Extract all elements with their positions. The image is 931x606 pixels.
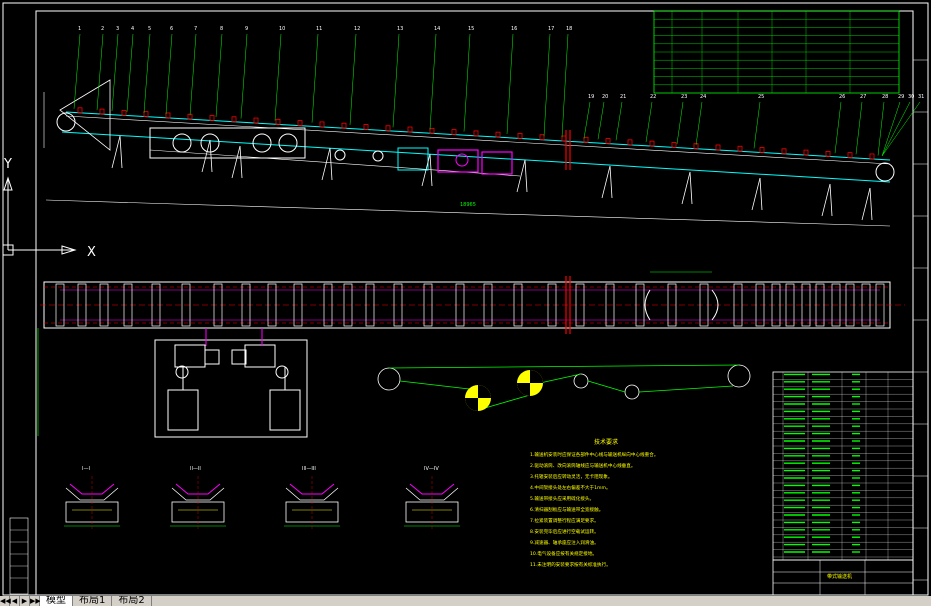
ucs-icon: [2, 176, 77, 256]
first-tab-icon[interactable]: ◀◀: [0, 596, 11, 606]
drawing-border: [35, 10, 914, 596]
part-balloon-number: 18: [566, 26, 572, 32]
part-balloon-number: 14: [434, 26, 440, 32]
note-line: 6.清扫器刮板应与输送带全宽接触。: [530, 506, 603, 513]
part-balloon-number: 13: [397, 26, 403, 32]
part-balloon-number: 24: [700, 94, 706, 100]
notes-title: 技术要求: [594, 438, 618, 446]
plan-view: [37, 271, 905, 436]
last-tab-icon[interactable]: ▶▶: [30, 596, 41, 606]
svg-text:II—II: II—II: [190, 466, 201, 472]
parts-list: [772, 371, 914, 561]
part-balloon-number: 16: [511, 26, 517, 32]
ucs-x-label: X: [87, 245, 96, 260]
tab-layout2[interactable]: 布局2: [112, 596, 152, 606]
part-balloon-number: 2: [101, 26, 104, 32]
svg-text:IV—IV: IV—IV: [424, 466, 439, 472]
part-balloon-number: 22: [650, 94, 656, 100]
part-balloon-number: 10: [279, 26, 285, 32]
prev-tab-icon[interactable]: ◀: [10, 596, 20, 606]
part-balloon-number: 7: [194, 26, 197, 32]
elevation-view: 18965: [43, 79, 895, 227]
outer-frame: [2, 2, 929, 596]
part-balloon-number: 15: [468, 26, 474, 32]
note-line: 7.拉紧装置调整行程应满足要求。: [530, 517, 599, 524]
part-balloon-number: 27: [860, 94, 866, 100]
part-balloon-number: 6: [170, 26, 173, 32]
note-line: 11.未注明的安装要求按有关标准执行。: [530, 561, 611, 568]
part-balloon-number: 5: [148, 26, 151, 32]
revision-block: [9, 517, 29, 595]
note-line: 3.托辊安装后应转动灵活，无卡阻现象。: [530, 473, 612, 480]
layout-tab-bar: ◀◀ ◀ ▶ ▶▶ 模型 布局1 布局2: [0, 596, 931, 606]
belt-routing-diagram: [377, 364, 751, 411]
part-balloon-number: 19: [588, 94, 594, 100]
part-balloon-number: 9: [245, 26, 248, 32]
ucs-y-label: Y: [3, 157, 12, 172]
note-line: 9.减速器、轴承座应注入润滑油。: [530, 539, 599, 546]
section-views: [64, 476, 460, 530]
idler-marks: [77, 107, 875, 160]
drawing-name: 带式输送机: [827, 573, 852, 580]
part-balloon-number: 29: [898, 94, 904, 100]
svg-text:18965: 18965: [460, 202, 476, 208]
next-tab-icon[interactable]: ▶: [20, 596, 30, 606]
part-balloon-number: 11: [316, 26, 322, 32]
part-balloon-number: 12: [354, 26, 360, 32]
part-balloon-number: 1: [78, 26, 81, 32]
svg-text:I—I: I—I: [82, 466, 90, 472]
drive-unit: [154, 328, 308, 438]
part-balloon-number: 31: [918, 94, 924, 100]
part-balloon-number: 21: [620, 94, 626, 100]
plan-idler-frames: [55, 283, 885, 327]
part-balloon-number: 26: [839, 94, 845, 100]
note-line: 4.中间架接头处左右偏差不大于1mm。: [530, 484, 611, 491]
note-line: 1.输送机安装时应保证各部件中心线与输送机纵向中心线重合。: [530, 451, 658, 458]
drive-pulley-symbols: [465, 370, 543, 411]
part-balloon-number: 3: [116, 26, 119, 32]
tab-model[interactable]: 模型: [40, 596, 73, 606]
part-balloon-number: 20: [602, 94, 608, 100]
part-balloon-number: 4: [131, 26, 134, 32]
part-balloon-number: 8: [220, 26, 223, 32]
technical-notes: 技术要求 1.输送机安装时应保证各部件中心线与输送机纵向中心线重合。 2.驱动滚…: [530, 438, 658, 568]
part-balloon-number: 23: [681, 94, 687, 100]
part-balloon-number: 30: [908, 94, 914, 100]
note-line: 5.输送带接头应采用硫化接头。: [530, 495, 594, 502]
svg-text:III—III: III—III: [302, 466, 316, 472]
tab-layout1[interactable]: 布局1: [73, 596, 113, 606]
part-balloon-number: 17: [548, 26, 554, 32]
note-line: 2.驱动滚筒、改向滚筒轴线应与输送机中心线垂直。: [530, 462, 635, 469]
note-line: 10.电气设备应按有关规定接地。: [530, 550, 597, 557]
note-line: 8.安装完毕后应进行空载试运转。: [530, 528, 599, 535]
border-zone-ticks: [913, 59, 928, 581]
part-balloon-number: 25: [758, 94, 764, 100]
part-balloon-number: 28: [882, 94, 888, 100]
title-block: 带式输送机: [772, 559, 914, 596]
section-labels: I—I II—II III—III IV—IV: [82, 466, 439, 472]
spec-table: [653, 10, 900, 94]
support-legs: [111, 135, 873, 221]
